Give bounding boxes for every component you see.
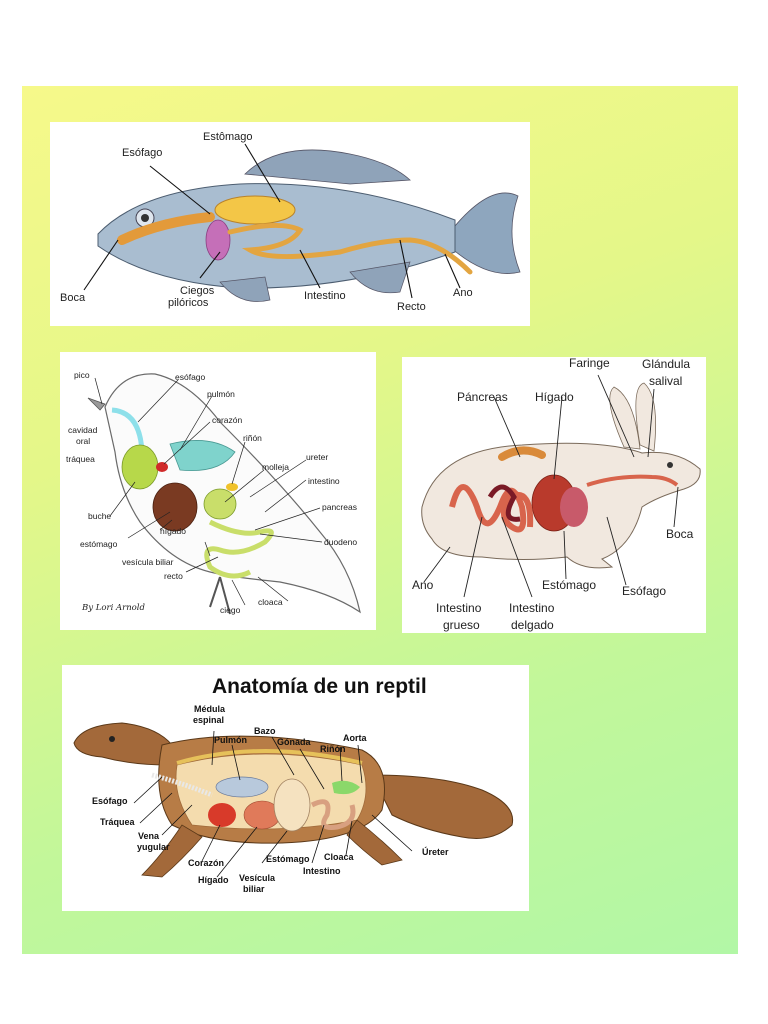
fish-dorsal-fin bbox=[244, 149, 411, 185]
reptile-label-biliar: biliar bbox=[243, 884, 265, 894]
bird-crop bbox=[121, 444, 159, 490]
rabbit-stomach bbox=[560, 487, 588, 527]
reptile-head bbox=[73, 722, 173, 766]
reptile-label-esofago: Esófago bbox=[92, 796, 128, 806]
rabbit-esophagus bbox=[586, 474, 679, 487]
fish-pyloric-ceca bbox=[205, 219, 231, 261]
bird-label-pico: pico bbox=[74, 370, 90, 380]
reptile-label-pulmon: Pulmón bbox=[214, 735, 247, 745]
reptile-label-vesicula: Vesícula bbox=[239, 873, 276, 883]
reptile-label-vena: Vena bbox=[138, 831, 160, 841]
reptile-kidney bbox=[332, 780, 360, 795]
bird-liver bbox=[152, 482, 198, 532]
bird-label-vesicula: vesícula biliar bbox=[122, 557, 174, 567]
reptile-title: Anatomía de un reptil bbox=[212, 675, 427, 698]
bird-label-estomago: estómago bbox=[80, 539, 118, 549]
bird-label-higado: hígado bbox=[160, 526, 186, 536]
fish-label-boca: Boca bbox=[60, 292, 86, 304]
rabbit-illustration bbox=[421, 374, 701, 598]
bird-gizzard bbox=[203, 488, 237, 520]
fish-label-ciegos: Ciegos bbox=[180, 285, 215, 297]
fish-label-ano: Ano bbox=[453, 287, 473, 299]
rabbit-label-glandula: Glándula bbox=[642, 357, 691, 371]
bird-label-rinon: riñón bbox=[243, 433, 262, 443]
reptile-label-estomago: Estómago bbox=[266, 854, 310, 864]
reptile-lung bbox=[215, 776, 269, 798]
bird-lung bbox=[169, 440, 236, 471]
rabbit-label-intestino-grueso-2: grueso bbox=[443, 618, 480, 632]
bird-label-ureter: ureter bbox=[306, 452, 329, 462]
rabbit-label-pancreas: Páncreas bbox=[457, 390, 508, 404]
rabbit-label-higado: Hígado bbox=[535, 390, 574, 404]
bird-label-corazon: corazón bbox=[212, 415, 243, 425]
bird-label-pancreas: pancreas bbox=[322, 502, 357, 512]
rabbit-label-intestino-delgado-1: Intestino bbox=[509, 601, 555, 615]
reptile-label-bazo: Bazo bbox=[254, 726, 276, 736]
reptile-stomach bbox=[273, 778, 311, 832]
bird-anatomy-panel: pico esófago pulmón corazón riñón cavida… bbox=[60, 352, 376, 630]
reptile-illustration bbox=[73, 722, 514, 878]
reptile-label-corazon: Corazón bbox=[188, 858, 224, 868]
bird-beak bbox=[87, 397, 106, 411]
reptile-label-cloaca: Cloaca bbox=[324, 852, 354, 862]
fish-label-recto: Recto bbox=[397, 301, 426, 313]
reptile-spine bbox=[176, 749, 363, 765]
reptile-label-intestino: Intestino bbox=[303, 866, 341, 876]
bird-label-oral: oral bbox=[76, 436, 91, 446]
fish-tail bbox=[449, 192, 521, 274]
rabbit-label-ano: Ano bbox=[412, 578, 434, 592]
bird-intestine bbox=[204, 519, 274, 579]
reptile-anatomy-panel: Anatomía de un reptil bbox=[62, 665, 529, 911]
bird-artist-signature: By Lori Arnold bbox=[82, 603, 145, 613]
reptile-label-aorta: Aorta bbox=[343, 733, 367, 743]
fish-label-esofago: Esófago bbox=[122, 147, 163, 159]
reptile-label-gonada: Gónada bbox=[277, 737, 311, 747]
bird-label-cavidad: cavidad bbox=[68, 425, 98, 435]
reptile-trachea bbox=[151, 772, 213, 798]
fish-label-piloricos: pilóricos bbox=[168, 297, 209, 309]
reptile-label-espinal: espinal bbox=[193, 715, 225, 725]
reptile-label-traquea: Tráquea bbox=[100, 817, 135, 827]
fish-esophagus bbox=[117, 212, 215, 245]
bird-label-ciego: ciego bbox=[220, 605, 241, 615]
bird-label-traquea: tráquea bbox=[66, 454, 95, 464]
reptile-label-medula: Médula bbox=[194, 704, 226, 714]
reptile-label-ureter: Úreter bbox=[422, 847, 449, 857]
bird-heart bbox=[156, 462, 168, 472]
fish-label-intestino: Intestino bbox=[304, 290, 346, 302]
fish-body bbox=[97, 183, 456, 289]
bird-label-cloaca: cloaca bbox=[258, 597, 283, 607]
fish-stomach bbox=[214, 195, 296, 225]
fish-intestine bbox=[227, 222, 473, 275]
rabbit-label-esofago: Esófago bbox=[622, 584, 667, 598]
fish-illustration bbox=[83, 143, 521, 302]
reptile-tail bbox=[371, 774, 514, 839]
bird-label-pulmon: pulmón bbox=[207, 389, 235, 399]
bird-label-duodeno: duodeno bbox=[324, 537, 358, 547]
reptile-label-yugular: yugular bbox=[137, 842, 170, 852]
reptile-label-higado: Hígado bbox=[198, 875, 229, 885]
rabbit-label-intestino-grueso-1: Intestino bbox=[436, 601, 482, 615]
fish-anatomy-panel: Esófago Estômago Boca Ciegos pilóricos I… bbox=[50, 122, 530, 326]
bird-label-intestino: intestino bbox=[308, 476, 340, 486]
reptile-label-rinon: Riñón bbox=[320, 744, 346, 754]
rabbit-anatomy-panel: Faringe Glándula salival Páncreas Hígado… bbox=[402, 357, 706, 633]
fish-label-estomago: Estômago bbox=[203, 131, 253, 143]
rabbit-label-salival: salival bbox=[649, 374, 683, 388]
bird-label-recto: recto bbox=[164, 571, 183, 581]
reptile-intestine bbox=[310, 799, 356, 830]
rabbit-pancreas bbox=[498, 446, 546, 461]
rabbit-intestines bbox=[449, 484, 534, 533]
rabbit-label-faringe: Faringe bbox=[569, 357, 610, 370]
bird-outline bbox=[104, 373, 361, 614]
bird-label-esofago: esófago bbox=[175, 372, 206, 382]
reptile-heart bbox=[208, 803, 236, 827]
bird-label-molleja: molleja bbox=[262, 462, 289, 472]
bird-label-buche: buche bbox=[88, 511, 112, 521]
rabbit-label-boca: Boca bbox=[666, 527, 694, 541]
rabbit-label-estomago: Estómago bbox=[542, 578, 597, 592]
bird-kidney bbox=[226, 483, 238, 491]
bird-illustration bbox=[87, 373, 361, 615]
rabbit-label-intestino-delgado-2: delgado bbox=[511, 618, 554, 632]
